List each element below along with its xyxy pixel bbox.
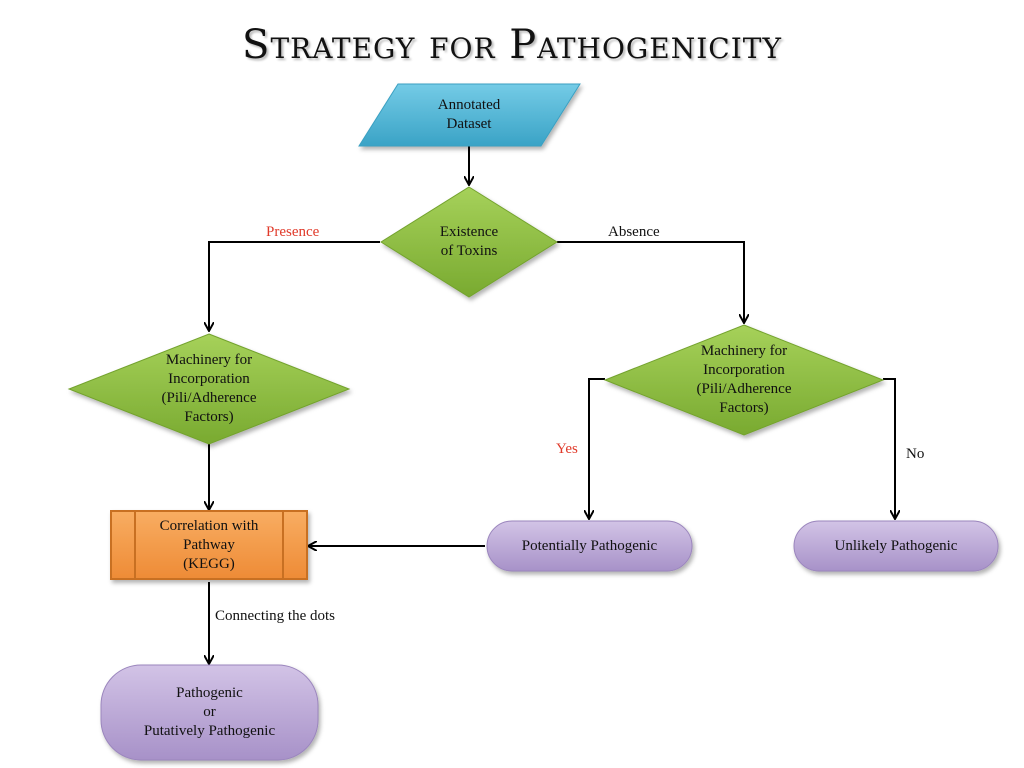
edge-no xyxy=(883,378,895,518)
node-unlikely-pathogenic: Unlikely Pathogenic xyxy=(794,521,998,571)
node-unlikely-pathogenic-shape xyxy=(793,520,999,572)
node-line: or xyxy=(203,704,216,720)
node-line: of Toxins xyxy=(440,243,498,259)
node-machinery-left-shape xyxy=(67,333,351,445)
node-line: Annotated xyxy=(437,97,501,113)
node-line: Dataset xyxy=(446,116,492,132)
node-machinery-right: Machinery for Incorporation (Pili/Adhere… xyxy=(664,340,824,420)
node-line: Pathogenic xyxy=(176,685,243,701)
node-annotated-dataset-shape xyxy=(358,83,581,147)
node-line: (KEGG) xyxy=(183,555,235,572)
node-machinery-right-shape xyxy=(603,324,885,436)
node-line: Incorporation xyxy=(168,371,250,387)
node-existence-of-toxins: Existence of Toxins xyxy=(409,220,529,264)
edge-label-connecting-dots: Connecting the dots xyxy=(215,608,335,624)
node-line: Unlikely Pathogenic xyxy=(834,537,958,554)
node-line: Existence xyxy=(439,224,499,240)
node-line: Pathway xyxy=(183,536,235,553)
node-potentially-pathogenic-shape xyxy=(486,520,693,572)
node-line: Putatively Pathogenic xyxy=(143,723,276,739)
edge-yes xyxy=(589,378,605,518)
node-line: Correlation with xyxy=(159,517,259,534)
node-existence-of-toxins-shape xyxy=(380,186,558,298)
edge-absence xyxy=(557,241,744,322)
node-correlation: Correlation with Pathway (KEGG) xyxy=(137,513,281,577)
edge-label-yes: Yes xyxy=(556,441,578,457)
edge-label-presence: Presence xyxy=(266,224,320,240)
edge-label-absence: Absence xyxy=(608,224,660,240)
node-potentially-pathogenic: Potentially Pathogenic xyxy=(487,521,692,571)
node-correlation-shape xyxy=(110,510,308,580)
node-line: (Pili/Adherence xyxy=(161,390,257,406)
node-line: Incorporation xyxy=(703,362,785,378)
node-annotated-dataset: Annotated Dataset xyxy=(389,90,549,140)
page-title: Strategy for Pathogenicity xyxy=(242,22,782,68)
node-line: Potentially Pathogenic xyxy=(521,537,658,554)
node-line: Factors) xyxy=(719,400,769,416)
node-line: Machinery for xyxy=(165,352,253,368)
node-machinery-left: Machinery for Incorporation (Pili/Adhere… xyxy=(129,349,289,429)
node-line: (Pili/Adherence xyxy=(696,381,792,397)
node-pathogenic: Pathogenic or Putatively Pathogenic xyxy=(101,665,318,760)
node-pathogenic-shape xyxy=(100,664,319,761)
node-line: Factors) xyxy=(184,409,234,425)
edge-label-no: No xyxy=(906,446,925,462)
edge-presence xyxy=(209,241,380,330)
node-line: Machinery for xyxy=(700,343,788,359)
